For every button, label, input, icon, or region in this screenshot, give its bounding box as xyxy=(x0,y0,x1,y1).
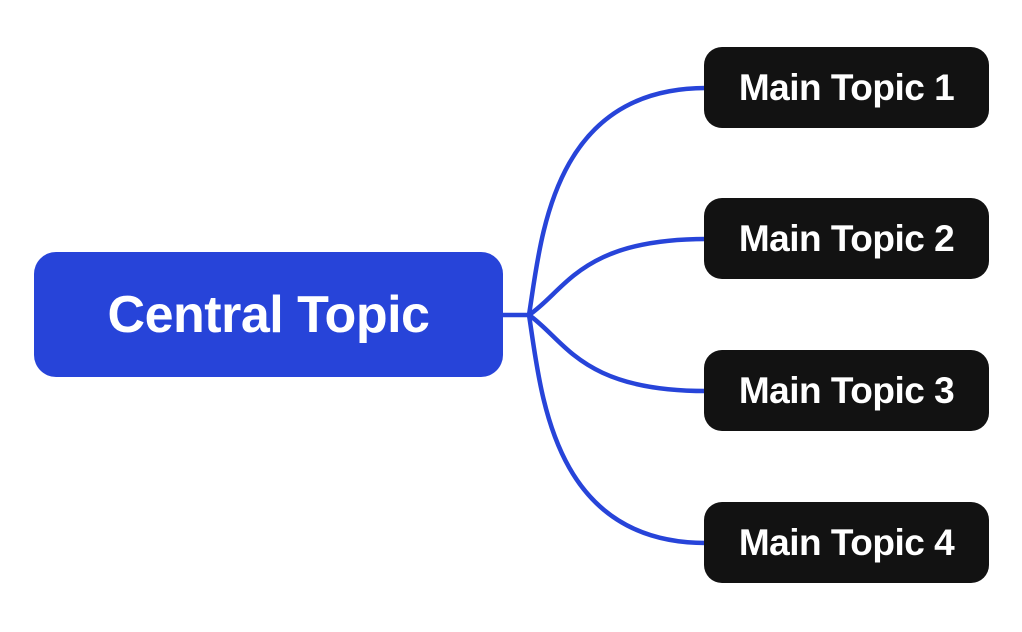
connector-line-2 xyxy=(526,236,709,318)
central-topic-node[interactable]: Central Topic xyxy=(34,252,503,377)
main-topic-node-2[interactable]: Main Topic 2 xyxy=(704,198,989,279)
connector-line-1 xyxy=(526,85,709,318)
main-topic-label-1: Main Topic 1 xyxy=(738,66,955,108)
main-topic-label-3: Main Topic 3 xyxy=(738,369,955,411)
connector-line-4 xyxy=(526,312,709,546)
central-topic-label: Central Topic xyxy=(107,285,430,344)
main-topic-node-1[interactable]: Main Topic 1 xyxy=(704,47,989,128)
main-topic-label-4: Main Topic 4 xyxy=(738,521,955,563)
main-topic-label-2: Main Topic 2 xyxy=(738,217,955,259)
connector-line-3 xyxy=(526,312,709,394)
main-topic-node-4[interactable]: Main Topic 4 xyxy=(704,502,989,583)
main-topic-node-3[interactable]: Main Topic 3 xyxy=(704,350,989,431)
